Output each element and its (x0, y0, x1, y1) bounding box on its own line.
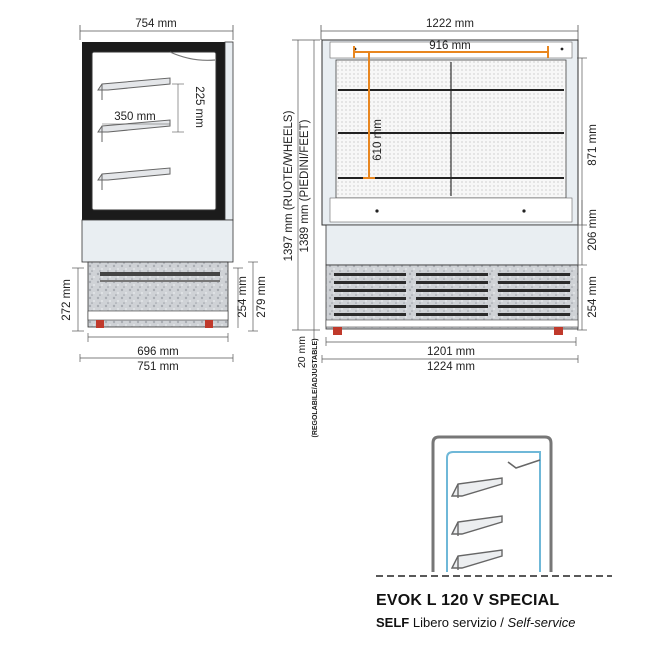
front-bottom-width-dimensions: 1201 mm 1224 mm (321, 337, 579, 373)
side-glass-panel (91, 51, 217, 211)
front-inner-height-label: 610 mm (372, 119, 384, 161)
front-middle-panel (325, 224, 579, 266)
model-type-bold: SELF (376, 615, 410, 630)
front-base-height-label: 254 mm (587, 276, 599, 318)
front-view: 1222 mm 916 mm 610 mm (283, 18, 599, 438)
side-base-strip (87, 310, 229, 321)
side-middle-panel (81, 219, 234, 263)
model-type: SELF Libero servizio / Self-service (376, 615, 575, 630)
front-top-strip (329, 41, 573, 59)
side-wheel-left (96, 320, 104, 328)
side-shelf-spacing-label: 225 mm (193, 86, 205, 128)
model-type-italian: Libero servizio / (412, 615, 504, 630)
profile-thumbnail (376, 435, 612, 577)
side-width-top-dimension: 754 mm (79, 18, 234, 40)
front-adjustable-height-label: 20 mm (296, 336, 308, 368)
front-adjustable-note-label: (REGOLABILE/ADJUSTABLE) (312, 338, 319, 437)
model-type-english: Self-service (507, 615, 576, 630)
front-right-dimensions: 871 mm 206 mm 254 mm (577, 57, 599, 331)
side-shelf-depth-label: 350 mm (114, 111, 156, 123)
side-width-bottom-outer-label: 751 mm (137, 361, 179, 373)
side-frame-edge (224, 41, 234, 221)
side-view: 754 mm 350 mm 225 mm (61, 18, 268, 373)
side-shelf-depth-dimension: 350 mm (102, 111, 170, 125)
side-base-height-right-b-label: 279 mm (256, 276, 268, 318)
front-width-bottom-inner-label: 1201 mm (427, 346, 475, 358)
front-total-height-dimensions: 1397 mm (RUOTE/WHEELS) 1389 mm (PIEDINI/… (283, 39, 320, 331)
side-bottom-width-dimensions: 696 mm 751 mm (79, 333, 234, 373)
front-wheel-right (554, 327, 563, 335)
side-width-top-label: 754 mm (135, 18, 177, 30)
side-vent-grille (100, 272, 220, 282)
front-display-height-label: 871 mm (587, 124, 599, 166)
front-vent-grilles (334, 273, 570, 316)
front-height-wheels-label: 1397 mm (RUOTE/WHEELS) (283, 110, 295, 261)
front-adjustable-dimension: 20 mm (REGOLABILE/ADJUSTABLE) (296, 330, 319, 438)
front-inner-dimensions: 916 mm 610 mm (353, 40, 549, 179)
side-base-height-right-dimension: 254 mm 279 mm (233, 261, 268, 332)
side-top-curve (169, 51, 216, 61)
front-width-top-label: 1222 mm (426, 18, 474, 30)
side-shelf-spacing-dimension: 225 mm (172, 83, 205, 133)
front-height-feet-label: 1389 mm (PIEDINI/FEET) (299, 119, 311, 252)
side-base-height-left-dimension: 272 mm (61, 267, 84, 332)
front-mid-height-label: 206 mm (587, 209, 599, 251)
front-wheel-left (333, 327, 342, 335)
front-inner-width-label: 916 mm (429, 40, 471, 52)
side-base-height-right-a-label: 254 mm (237, 276, 249, 318)
front-width-top-dimension: 1222 mm (320, 18, 579, 40)
front-lower-strip (329, 197, 573, 223)
side-base-height-left-label: 272 mm (61, 279, 73, 321)
front-shelves (338, 89, 564, 179)
front-width-bottom-outer-label: 1224 mm (427, 361, 475, 373)
side-wheel-right (205, 320, 213, 328)
model-name: EVOK L 120 V SPECIAL (376, 592, 560, 609)
side-shelves (97, 77, 171, 190)
side-width-bottom-inner-label: 696 mm (137, 346, 179, 358)
front-base-strip (325, 319, 579, 328)
